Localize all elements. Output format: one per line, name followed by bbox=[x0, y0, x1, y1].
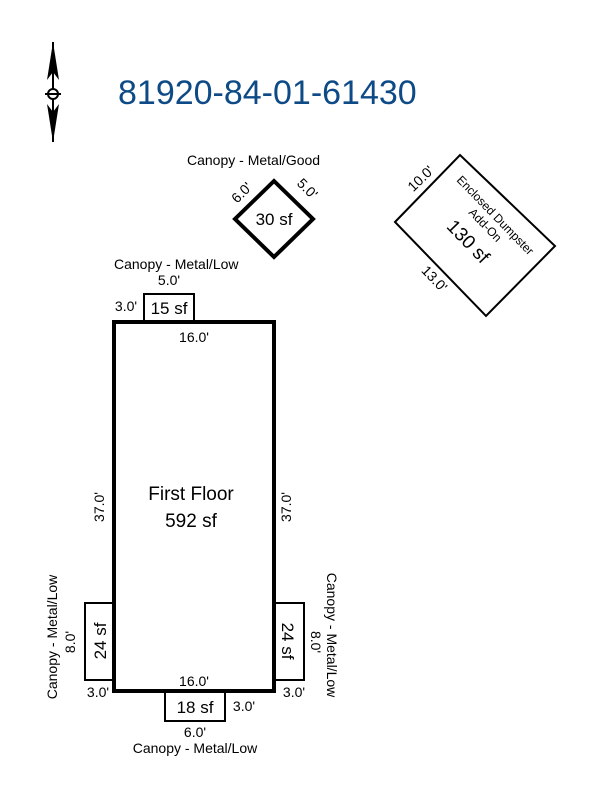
canopy-bottom-shape bbox=[164, 691, 226, 722]
canopy-right-dim-width: 3.0' bbox=[283, 684, 305, 700]
canopy-top-area: 15 sf bbox=[151, 299, 188, 318]
canopy-top-dim-height: 3.0' bbox=[115, 298, 137, 314]
first-floor-dim-bottom: 16.0' bbox=[179, 673, 209, 689]
canopy-right-shape bbox=[274, 602, 305, 681]
canopy-bottom-dim-height: 3.0' bbox=[233, 698, 255, 714]
first-floor-dim-top: 16.0' bbox=[179, 329, 209, 345]
canopy-bottom-area: 18 sf bbox=[177, 698, 214, 717]
first-floor-label: First Floor bbox=[148, 484, 234, 505]
first-floor-area: 592 sf bbox=[165, 511, 217, 532]
canopy-bottom-dim-width: 6.0' bbox=[184, 724, 206, 740]
canopy-good-dim-b: 5.0' bbox=[294, 175, 321, 202]
first-floor-shape bbox=[112, 320, 276, 693]
canopy-left-area: 24 sf bbox=[91, 622, 110, 659]
dumpster-dim-bottom: 13.0' bbox=[418, 262, 450, 295]
dumpster-dim-top: 10.0' bbox=[404, 162, 437, 194]
canopy-top-label: Canopy - Metal/Low bbox=[114, 256, 239, 272]
parcel-id: 81920-84-01-61430 bbox=[118, 74, 417, 112]
canopy-good-shape bbox=[232, 178, 316, 260]
dumpster-shape bbox=[393, 153, 557, 318]
canopy-left-dim-height: 8.0' bbox=[62, 631, 78, 653]
first-floor-dim-left: 37.0' bbox=[91, 492, 107, 522]
canopy-right-label: Canopy - Metal/Low bbox=[324, 573, 340, 698]
canopy-right-dim-height: 8.0' bbox=[308, 631, 324, 653]
north-arrow-icon bbox=[45, 42, 61, 142]
canopy-left-dim-width: 3.0' bbox=[87, 684, 109, 700]
canopy-left-label: Canopy - Metal/Low bbox=[44, 574, 60, 699]
canopy-good-area: 30 sf bbox=[256, 210, 293, 229]
canopy-bottom-label: Canopy - Metal/Low bbox=[133, 740, 258, 756]
canopy-right-area: 24 sf bbox=[278, 623, 297, 660]
first-floor-dim-right: 37.0' bbox=[278, 492, 294, 522]
canopy-top-dim-width: 5.0' bbox=[158, 272, 180, 288]
canopy-good-label: Canopy - Metal/Good bbox=[187, 152, 320, 168]
canopy-left-shape bbox=[84, 602, 115, 681]
